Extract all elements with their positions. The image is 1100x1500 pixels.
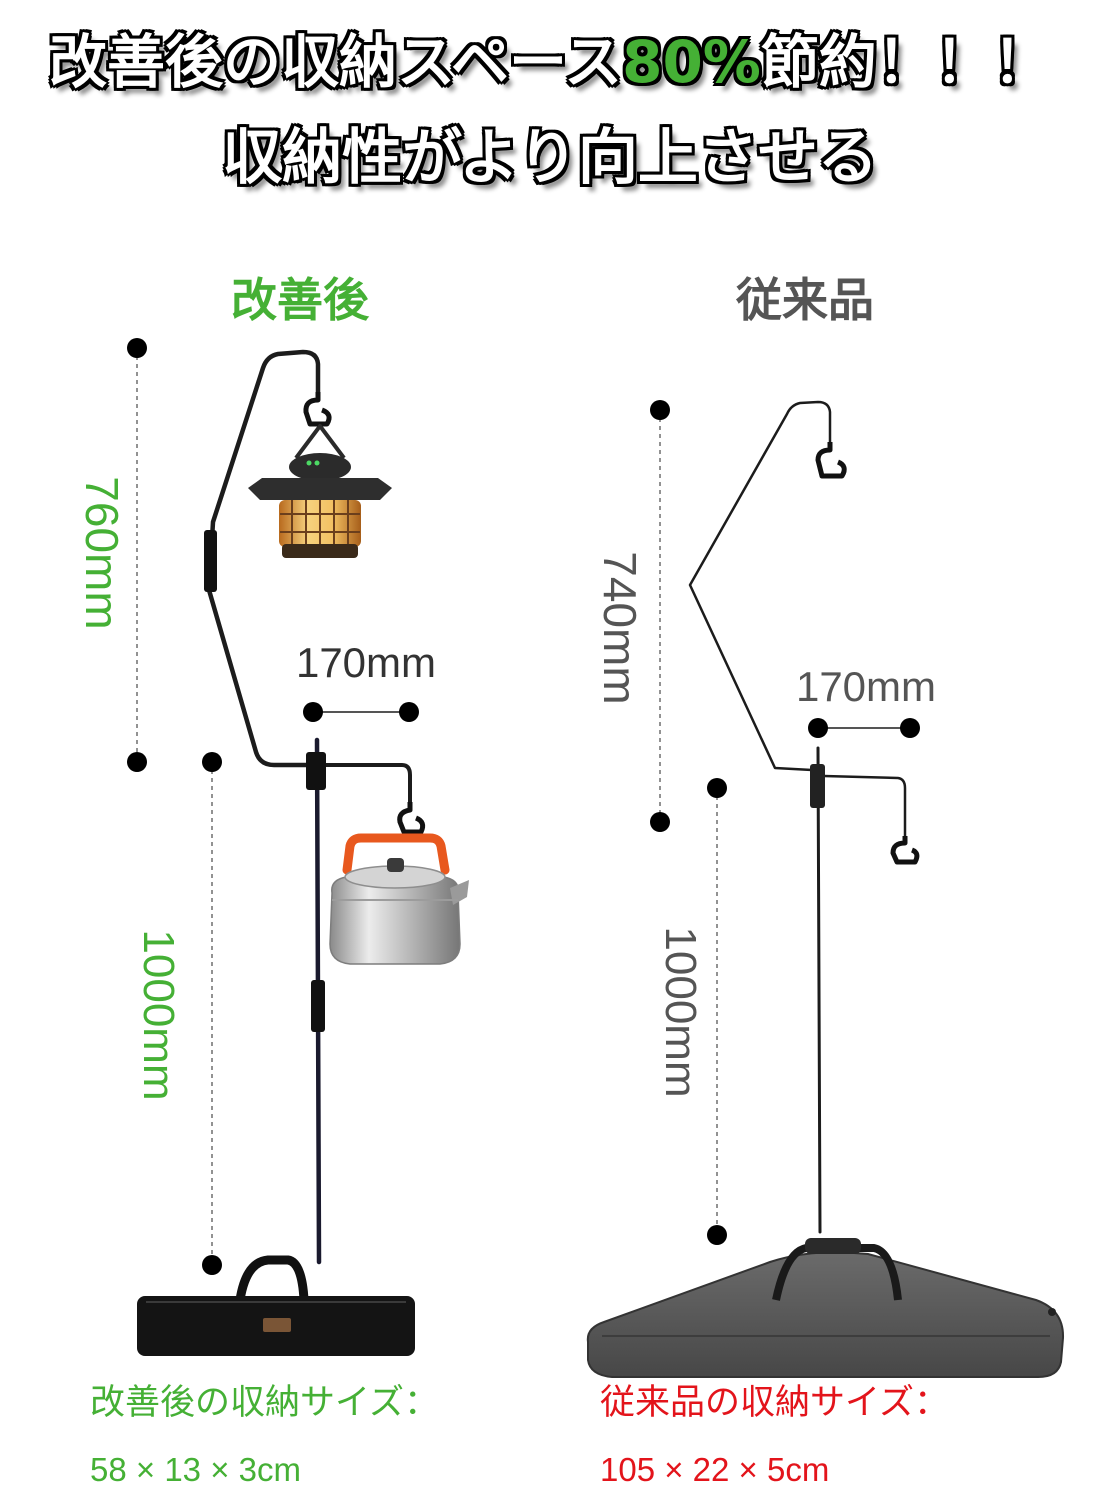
lantern-cage [280,500,360,547]
kettle-illustration [329,833,469,965]
lantern-indicator-led [314,460,320,466]
kettle-spout [450,880,469,905]
conventional-storage-size: 105 × 22 × 5cm [600,1451,830,1488]
stand-upper-frame [206,349,321,768]
dimension-dot [650,812,670,832]
conventional-arm-width-label: 170mm [795,663,937,710]
bag-zipper-pull [1048,1308,1056,1316]
bag-body [586,1250,1065,1378]
dimension-dot [707,1225,727,1245]
conventional-header: 従来品 [736,273,874,327]
improved-arm-width-label: 170mm [295,639,437,686]
conventional-lower-height-dimension [707,778,727,1245]
lantern-top-cap [289,453,351,481]
stand-pole [816,746,822,1234]
dimension-dot [399,702,419,722]
improved-header: 改善後 [231,273,369,327]
dimension-dot [808,718,828,738]
bag-handle [235,1255,309,1301]
headline-line-2: 収納性がより向上させる [222,123,878,193]
conventional-lower-height-label: 1000mm [656,926,705,1098]
improved-arm-width-dimension [303,702,419,722]
improved-lantern-stand [204,349,426,1265]
lantern-illustration [248,424,392,558]
stand-upper-frame [688,400,832,772]
stand-arm [822,774,907,838]
dimension-dot [707,778,727,798]
bag-label-patch [263,1318,291,1332]
headline-text: 改善後の収納スペース [49,28,623,96]
conventional-arm-width-dimension [808,718,920,738]
kettle-handle [342,833,450,875]
dimension-dot [650,400,670,420]
headline-text: 節約！！！ [760,28,1051,96]
stand-pole-sleeve [311,980,325,1032]
dimension-dot [202,752,222,772]
top-hook [815,442,847,479]
lantern-bail [294,424,346,460]
lantern-indicator-led [306,460,312,466]
dimension-dot [127,338,147,358]
improved-storage-bag [137,1255,415,1356]
kettle-body [329,876,461,965]
headline-highlight-percent: 80% [622,28,761,96]
stand-arm [316,763,412,804]
conventional-upper-height-dimension [650,400,670,832]
dimension-dot [127,752,147,772]
dimension-dot [303,702,323,722]
conventional-storage-bag [586,1238,1065,1378]
conventional-storage-label: 従来品の収納サイズ： [600,1383,949,1423]
lantern-hook [303,392,332,427]
dimension-dot [900,718,920,738]
conventional-lantern-stand [688,400,920,1234]
improved-storage-label: 改善後の収納サイズ： [90,1383,439,1423]
stand-joint [306,752,326,790]
arm-hook [890,836,920,865]
improved-lower-height-dimension [202,752,222,1275]
headline-line-1: 改善後の収納スペース80%節約！！！ [0,22,1100,102]
stand-sleeve [204,530,217,592]
improved-lower-height-label: 1000mm [134,929,183,1101]
improved-upper-height-dimension [127,338,147,772]
improved-upper-height-label: 760mm [76,476,128,630]
conventional-upper-height-label: 740mm [594,551,646,705]
dimension-dot [202,1255,222,1275]
kettle-hook [397,802,426,835]
lantern-shade [248,478,392,500]
stand-joint [810,764,825,808]
kettle-knob [387,858,404,872]
improved-storage-size: 58 × 13 × 3cm [90,1451,301,1488]
lantern-base [282,544,358,558]
bag-handle-grip [805,1238,861,1254]
